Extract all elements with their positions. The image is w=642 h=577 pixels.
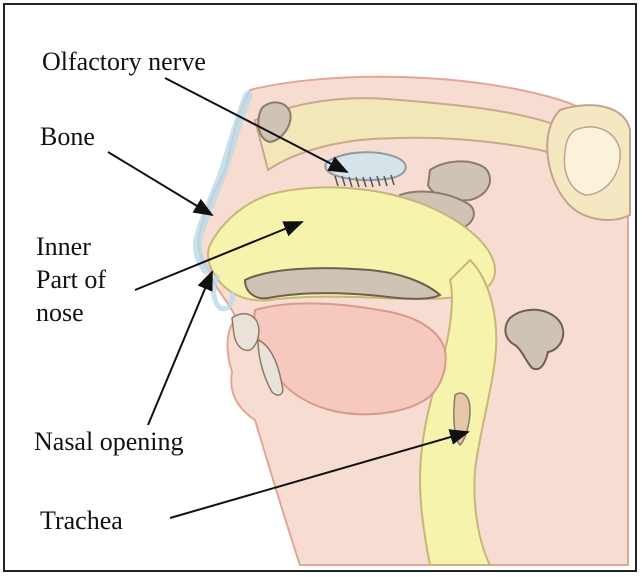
label-trachea: Trachea	[40, 504, 123, 537]
label-olfactory-nerve: Olfactory nerve	[42, 45, 206, 78]
label-nasal-opening: Nasal opening	[34, 425, 183, 458]
label-bone: Bone	[40, 120, 95, 153]
arrow-nasal-opening	[148, 272, 212, 425]
arrow-bone	[108, 152, 212, 215]
label-inner-line-3: nose	[36, 296, 106, 329]
label-inner-part-of-nose: Inner Part of nose	[36, 230, 106, 329]
label-inner-line-2: Part of	[36, 263, 106, 296]
label-inner-line-1: Inner	[36, 230, 106, 263]
